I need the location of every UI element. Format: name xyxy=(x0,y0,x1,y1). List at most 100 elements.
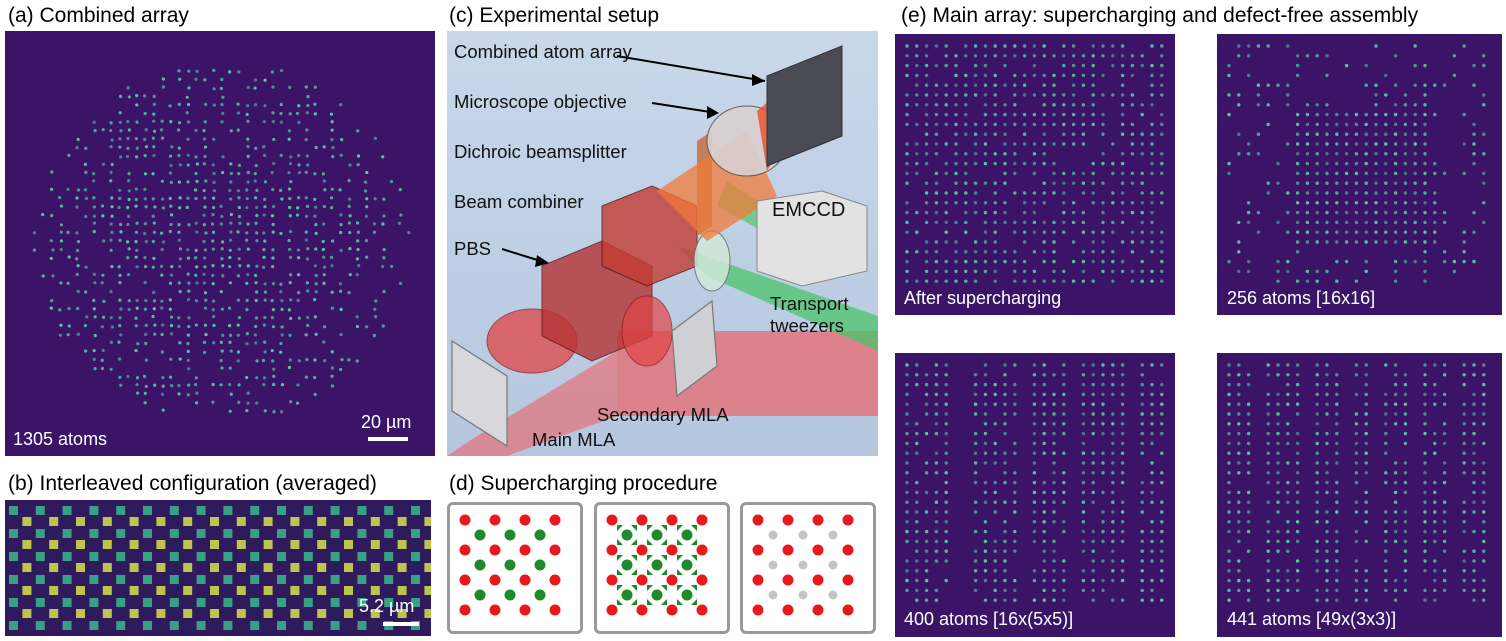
atom-dot xyxy=(1384,210,1388,215)
atom-dot xyxy=(109,248,113,252)
atom-dot xyxy=(1111,220,1115,225)
atom-dot xyxy=(270,315,274,320)
atom-dot xyxy=(1266,402,1270,406)
atom-dot xyxy=(954,152,958,156)
atom-dot xyxy=(1246,152,1251,156)
atom-dot xyxy=(1335,578,1339,583)
lattice-site xyxy=(129,609,139,618)
atom-dot xyxy=(1423,529,1427,534)
atom-dot xyxy=(143,255,147,260)
gray-site xyxy=(828,560,838,570)
atom-dot xyxy=(407,231,411,235)
atom-dot xyxy=(944,279,948,283)
atom-dot xyxy=(1052,269,1056,274)
atom-dot xyxy=(1305,142,1310,146)
atom-dot xyxy=(295,401,300,405)
atom-dot xyxy=(1081,392,1086,397)
atom-dot xyxy=(993,549,997,553)
atom-dot xyxy=(229,349,233,353)
atom-dot xyxy=(1295,161,1300,166)
atom-dot xyxy=(186,298,191,302)
atom-dot xyxy=(1462,382,1466,387)
atom-dot xyxy=(983,461,988,465)
atom-dot xyxy=(296,298,300,303)
atom-dot xyxy=(1325,73,1329,78)
red-site xyxy=(666,544,678,556)
atom-dot xyxy=(296,248,301,252)
atom-dot xyxy=(143,222,147,226)
atom-dot xyxy=(934,171,939,176)
lattice-site xyxy=(424,586,431,595)
atom-dot xyxy=(1081,500,1086,504)
lattice-site xyxy=(143,552,152,561)
atom-dot xyxy=(1120,451,1125,455)
atom-dot xyxy=(1266,549,1270,553)
atom-dot xyxy=(135,383,139,387)
atom-dot xyxy=(1042,373,1046,377)
atom-dot xyxy=(1032,201,1037,205)
atom-dot xyxy=(1032,230,1037,234)
atom-dot xyxy=(1393,471,1398,475)
atom-dot xyxy=(161,376,165,380)
atom-dot xyxy=(1032,480,1037,485)
atom-dot xyxy=(934,112,939,117)
atom-dot xyxy=(993,279,997,283)
atom-dot xyxy=(109,316,113,320)
atom-dot xyxy=(219,86,223,91)
atom-dot xyxy=(1160,269,1164,274)
atom-dot xyxy=(1246,44,1251,48)
green-site xyxy=(504,529,516,541)
atom-dot xyxy=(365,205,369,209)
atom-dot xyxy=(1160,510,1164,514)
atom-dot xyxy=(127,197,131,202)
atom-dot xyxy=(1295,132,1300,136)
atom-dot xyxy=(944,382,948,387)
atom-dot xyxy=(262,323,266,327)
atom-dot xyxy=(1472,373,1476,377)
atom-dot xyxy=(934,373,939,377)
atom-dot xyxy=(1081,382,1086,387)
atom-dot xyxy=(934,240,939,244)
atom-dot xyxy=(304,375,309,379)
atom-dot xyxy=(1442,171,1447,176)
atom-dot xyxy=(1364,171,1368,176)
atom-dot xyxy=(1140,490,1144,495)
atom-dot xyxy=(1227,549,1231,553)
atom-dot xyxy=(1384,451,1388,455)
atom-dot xyxy=(1052,461,1056,465)
atom-dot xyxy=(1374,191,1378,195)
panel-d-title: (d) Supercharging procedure xyxy=(449,472,718,495)
atom-dot xyxy=(983,539,988,544)
atom-dot xyxy=(1227,588,1231,593)
atom-dot xyxy=(348,163,352,167)
atom-dot xyxy=(1246,598,1251,602)
lattice-site xyxy=(116,506,126,515)
atom-dot xyxy=(1052,230,1056,234)
atom-dot xyxy=(1315,279,1319,283)
atom-dot xyxy=(159,231,164,235)
atom-dot xyxy=(1364,363,1368,367)
atom-dot xyxy=(50,213,54,218)
atom-dot xyxy=(178,196,182,200)
atom-dot xyxy=(1101,250,1105,254)
atom-dot xyxy=(1003,142,1007,146)
atom-dot xyxy=(330,264,334,268)
atom-dot xyxy=(1335,451,1339,455)
atom-dot xyxy=(1423,510,1427,514)
lattice-site xyxy=(22,517,32,526)
atom-dot xyxy=(1325,269,1329,274)
lattice-site xyxy=(9,506,18,515)
atom-dot xyxy=(1315,201,1319,205)
atom-dot xyxy=(1140,578,1144,583)
atom-dot xyxy=(1246,220,1251,225)
atom-dot xyxy=(1160,539,1164,544)
atom-dot xyxy=(934,382,939,387)
atom-dot xyxy=(220,170,225,175)
lattice-site xyxy=(290,540,300,549)
gray-site xyxy=(798,560,808,570)
atom-dot xyxy=(1042,191,1046,195)
atom-dot xyxy=(1403,392,1408,397)
atom-dot xyxy=(1413,259,1417,264)
atom-dot xyxy=(1266,539,1270,544)
atom-dot xyxy=(323,359,327,363)
